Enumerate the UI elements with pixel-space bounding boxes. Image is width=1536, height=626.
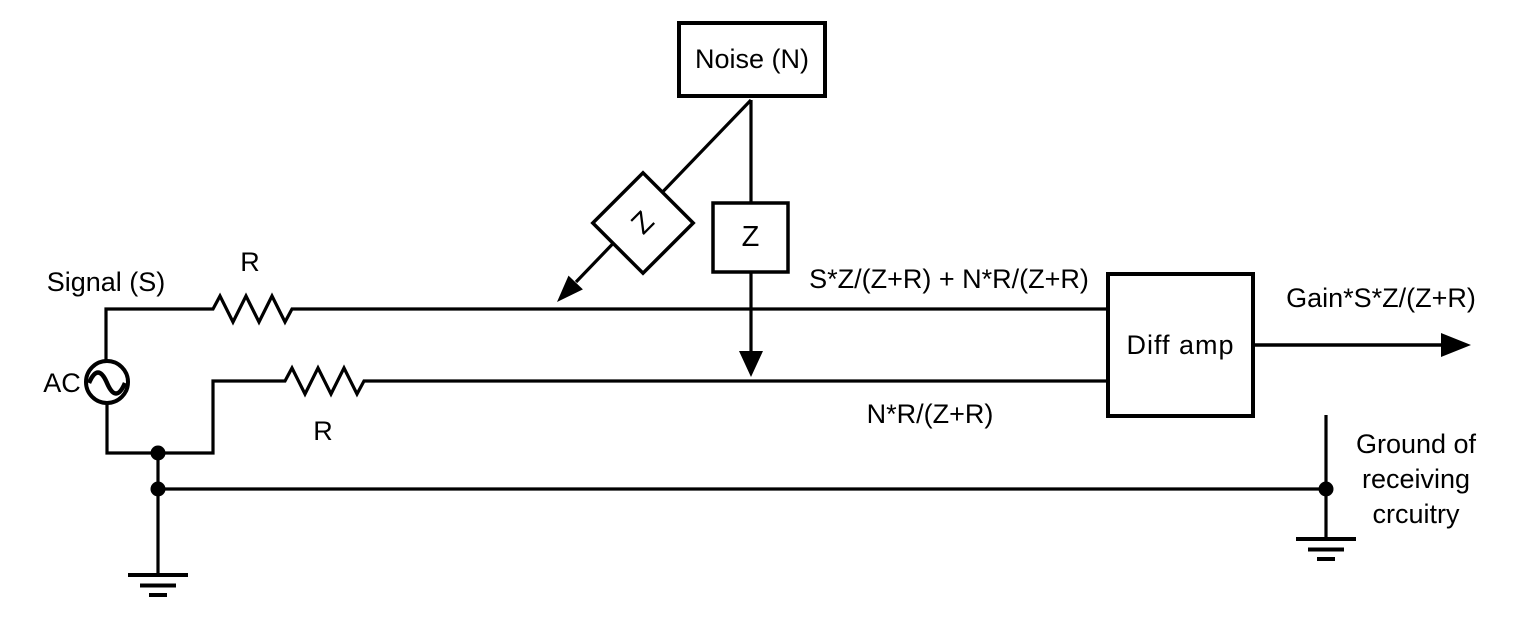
junction-dot (150, 445, 166, 461)
ac-source-label: AC (43, 368, 81, 398)
ground-note: Ground of receiving crcuitry (1355, 429, 1477, 529)
ac-sine-icon (86, 370, 128, 396)
impedance-square-label: Z (741, 221, 760, 253)
top-line-equation: S*Z/(Z+R) + N*R/(Z+R) (809, 264, 1089, 294)
bottom-signal-wire (105, 364, 1108, 455)
resistor-top-label: R (240, 247, 260, 277)
impedance-square-box (711, 201, 790, 274)
noise-source-box (677, 21, 827, 98)
signal-source-label: Signal (S) (46, 267, 166, 297)
junction-dot (1318, 481, 1334, 497)
ground-symbol-left (128, 573, 188, 597)
top-signal-wire (104, 292, 1108, 361)
bottom-line-equation: N*R/(Z+R) (866, 399, 994, 429)
ground-symbol-right (1296, 537, 1356, 561)
impedance-diamond-box (590, 170, 696, 276)
ground-wire (156, 415, 1328, 575)
noise-box-label: Noise (N) (694, 44, 809, 74)
resistor-bottom-label: R (313, 416, 333, 446)
noise-arrowhead-vertical (739, 351, 763, 377)
output-arrowhead (1441, 333, 1471, 357)
diff-amp-label: Diff amp (1126, 329, 1235, 360)
diff-amp-box (1106, 272, 1255, 418)
junction-dot (150, 481, 166, 497)
noise-arrowhead-diagonal (557, 275, 583, 302)
output-equation: Gain*S*Z/(Z+R) (1286, 283, 1476, 313)
